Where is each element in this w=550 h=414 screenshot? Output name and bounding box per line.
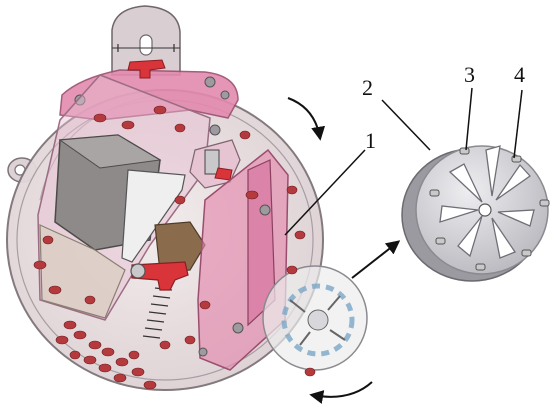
leader-line-1 [284,149,366,236]
installed-seed-disc [262,265,368,371]
leader-line-2 [381,99,431,151]
cleaning-slots [142,287,173,339]
red-adjust-lever [130,261,189,291]
top-mounting-bracket [111,5,181,76]
seeds [33,105,316,390]
red-clip-top [127,59,166,79]
disc-hub-hole [478,203,492,217]
rotation-arrow-bottom [309,381,373,404]
disc-seed-cells [439,145,535,259]
callout-4: 4 [514,62,525,87]
leader-line-4 [513,89,523,159]
exploded-view-arrow [351,240,401,279]
red-adjust-knob [189,124,241,189]
callout-3: 3 [464,62,475,87]
leader-lines [284,87,523,236]
callout-2: 2 [362,75,373,100]
disc-tabs [429,147,550,271]
rotation-arrow-top [287,97,326,141]
exploded-seed-disc [401,145,550,282]
rotation-arrows [287,97,401,404]
leader-line-3 [465,87,473,151]
seed-hopper [37,74,211,321]
callout-labels: 1 2 3 4 [362,62,525,153]
callout-1: 1 [365,128,376,153]
pink-cover-plate [59,69,239,121]
